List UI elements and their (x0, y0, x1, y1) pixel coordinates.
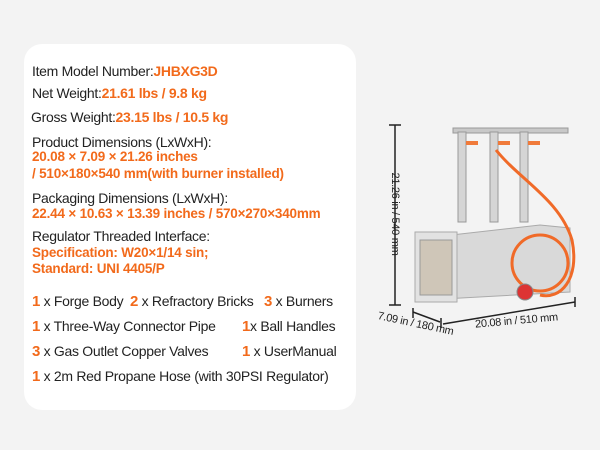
package-item: 1 x 2m Red Propane Hose (with 30PSI Regu… (32, 368, 329, 385)
regulator-standard: Standard: UNI 4405/P (32, 261, 165, 276)
burner-pipes (452, 127, 569, 223)
product-dimensions-label: Product Dimensions (LxWxH): (32, 134, 212, 150)
package-item: 3 x Burners (264, 293, 333, 310)
height-dimension-label: 21.26 in / 540 mm (389, 172, 401, 256)
package-item: 1 x Three-Way Connector Pipe (32, 318, 216, 335)
package-item: 1 x Forge Body (32, 293, 124, 310)
specs-card (24, 44, 356, 410)
model-number: Item Model Number:JHBXG3D (32, 63, 218, 79)
packaging-dimensions-value: 22.44 × 10.63 × 13.39 inches / 570×270×3… (32, 206, 321, 221)
package-item: 2 x Refractory Bricks (130, 293, 254, 310)
package-item: 1 x UserManual (242, 343, 337, 360)
gross-weight: Gross Weight:23.15 lbs / 10.5 kg (31, 109, 229, 125)
regulator-spec: Specification: W20×1/14 sin; (32, 245, 209, 260)
packaging-dimensions-label: Packaging Dimensions (LxWxH): (32, 190, 228, 206)
net-weight: Net Weight:21.61 lbs / 9.8 kg (32, 85, 207, 101)
regulator-label: Regulator Threaded Interface: (32, 228, 210, 244)
propane-hose (494, 149, 576, 298)
product-dimensions-mm: / 510×180×540 mm(with burner installed) (32, 166, 284, 181)
package-item: 3 x Gas Outlet Copper Valves (32, 343, 209, 360)
regulator (516, 283, 534, 301)
package-item: 1x Ball Handles (242, 318, 336, 335)
product-dimensions-inches: 20.08 × 7.09 × 21.26 inches (32, 149, 198, 164)
